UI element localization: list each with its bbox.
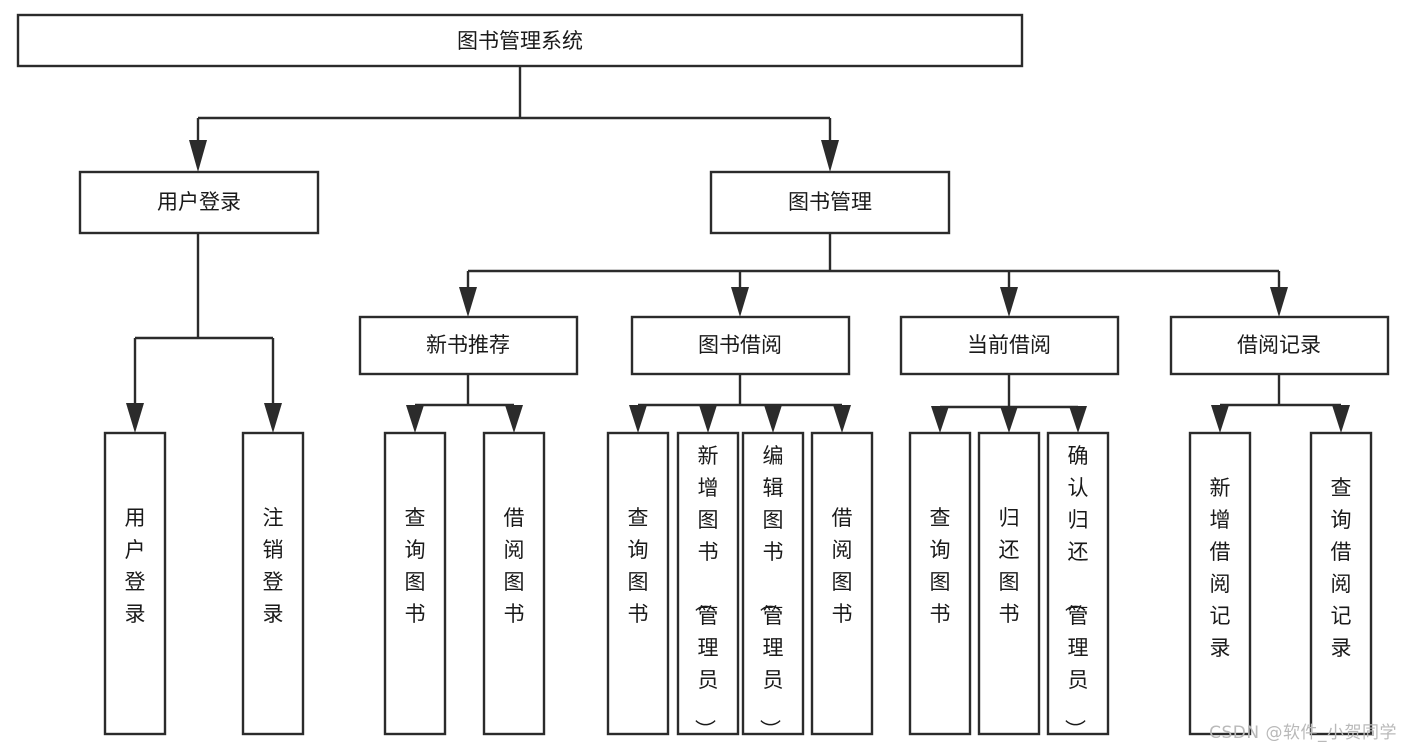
leaf-query-record[interactable]: 查询借阅记录 [1309,431,1373,736]
arrowhead-leaf-borrow-book-2 [833,405,851,433]
node-book-borrow-label: 图书借阅 [698,333,782,357]
leaf-user-login[interactable]: 用户登录 [103,431,167,736]
arrowhead-leaf-borrow-book-1 [505,405,523,433]
node-user-login[interactable]: 用户登录 [78,170,320,235]
node-new-book-rec[interactable]: 新书推荐 [358,315,579,376]
node-borrow-record-label: 借阅记录 [1237,333,1321,357]
arrowhead-current-borrow [1000,287,1018,317]
leaf-logout-label: 注销登录 [263,506,284,626]
leaf-query-book-2-box[interactable] [606,431,670,736]
arrowhead-book-manage [821,140,839,172]
node-borrow-record[interactable]: 借阅记录 [1169,315,1390,376]
leaf-borrow-book-1[interactable]: 借阅图书 [482,431,546,736]
leaf-logout-box[interactable] [241,431,305,736]
node-root-box[interactable] [16,13,1024,68]
leaf-query-book-1-label: 查询图书 [405,506,426,626]
node-new-book-rec-box[interactable] [358,315,579,376]
connector-layer [126,66,1350,433]
leaf-user-login-box[interactable] [103,431,167,736]
node-current-borrow-label: 当前借阅 [967,333,1051,357]
leaf-borrow-book-2-box[interactable] [810,431,874,736]
node-book-manage-box[interactable] [709,170,951,235]
arrowhead-leaf-logout [264,403,282,433]
leaf-add-book-label: 新增图书（管理员） [693,444,719,740]
leaf-edit-book[interactable]: 编辑图书（管理员） [741,431,805,740]
leaf-query-book-1-box[interactable] [383,431,447,736]
arrowhead-leaf-add-book [699,405,717,433]
leaf-borrow-book-2[interactable]: 借阅图书 [810,431,874,736]
leaf-borrow-book-1-label: 借阅图书 [504,506,525,626]
arrowhead-leaf-confirm-return [1069,406,1087,433]
leaf-add-book-box[interactable] [676,431,740,736]
node-root[interactable]: 图书管理系统 [16,13,1024,68]
node-current-borrow[interactable]: 当前借阅 [899,315,1120,376]
leaf-query-record-label: 查询借阅记录 [1331,476,1352,660]
leaf-borrow-book-2-label: 借阅图书 [832,506,853,626]
leaf-confirm-return[interactable]: 确认归还（管理员） [1046,431,1110,740]
leaf-query-book-1[interactable]: 查询图书 [383,431,447,736]
arrowhead-leaf-query-book-2 [629,405,647,433]
leaf-add-record-box[interactable] [1188,431,1252,736]
arrowhead-leaf-edit-book [764,405,782,433]
arrowhead-borrow-record [1270,287,1288,317]
arrowhead-leaf-return-book [1000,406,1018,433]
csdn-watermark: CSDN @软件_小贺同学 [1209,723,1397,743]
leaf-logout[interactable]: 注销登录 [241,431,305,736]
leaf-query-book-3[interactable]: 查询图书 [908,431,972,736]
leaf-add-book[interactable]: 新增图书（管理员） [676,431,740,740]
arrowhead-leaf-query-book-3 [931,406,949,433]
leaf-return-book-box[interactable] [977,431,1041,736]
leaf-user-login-label: 用户登录 [125,506,146,626]
leaf-confirm-return-label: 确认归还（管理员） [1063,444,1089,740]
arrowhead-leaf-query-record [1332,405,1350,433]
node-book-manage[interactable]: 图书管理 [709,170,951,235]
node-borrow-record-box[interactable] [1169,315,1390,376]
leaf-query-book-2-label: 查询图书 [628,506,649,626]
arrowhead-user-login [189,140,207,172]
node-new-book-rec-label: 新书推荐 [426,333,510,357]
arrowhead-leaf-query-book-1 [406,405,424,433]
leaf-borrow-book-1-box[interactable] [482,431,546,736]
arrowhead-leaf-user-login [126,403,144,433]
arrowhead-book-borrow [731,287,749,317]
leaf-query-book-2[interactable]: 查询图书 [606,431,670,736]
leaf-return-book[interactable]: 归还图书 [977,431,1041,736]
node-current-borrow-box[interactable] [899,315,1120,376]
leaf-edit-book-label: 编辑图书（管理员） [758,444,784,740]
leaf-add-record[interactable]: 新增借阅记录 [1188,431,1252,736]
arrowhead-new-book-rec [459,287,477,317]
leaf-return-book-label: 归还图书 [999,506,1020,626]
leaf-edit-book-box[interactable] [741,431,805,736]
node-book-manage-label: 图书管理 [788,190,872,214]
leaf-query-record-box[interactable] [1309,431,1373,736]
node-book-borrow[interactable]: 图书借阅 [630,315,851,376]
leaf-query-book-3-box[interactable] [908,431,972,736]
leaf-add-record-label: 新增借阅记录 [1210,476,1231,660]
leaf-confirm-return-box[interactable] [1046,431,1110,736]
leaf-query-book-3-label: 查询图书 [930,506,951,626]
node-user-login-box[interactable] [78,170,320,235]
arrowhead-leaf-add-record [1211,405,1229,433]
node-book-borrow-box[interactable] [630,315,851,376]
node-root-label: 图书管理系统 [457,29,583,53]
node-user-login-label: 用户登录 [157,190,241,214]
